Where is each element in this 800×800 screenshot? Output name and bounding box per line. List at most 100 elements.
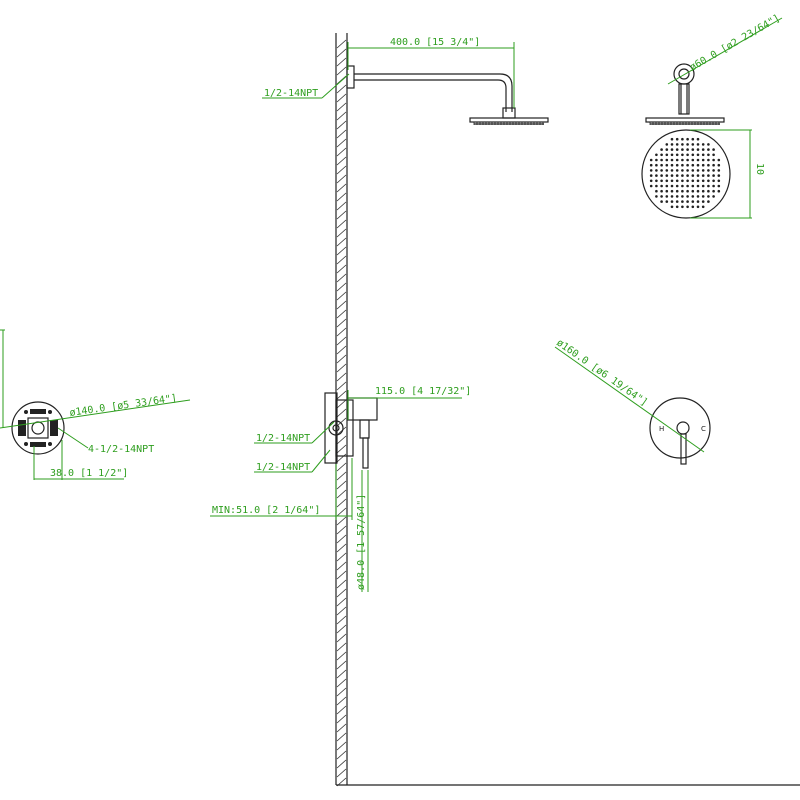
wall-hatch-line [336, 381, 347, 391]
nozzle-hole [691, 189, 695, 193]
wall-hatch-line [336, 84, 347, 94]
wall-hatch-line [336, 435, 347, 445]
wall-hatch-line [336, 354, 347, 364]
nozzle-hole [675, 184, 679, 188]
nozzle-hole [660, 195, 663, 198]
wall-hatch-line [336, 579, 347, 589]
wall-hatch-line [336, 444, 347, 454]
wall-hatch-line [336, 129, 347, 139]
nozzle-hole [686, 163, 689, 167]
wall-hatch-line [336, 282, 347, 292]
nozzle-hole [655, 169, 658, 172]
nozzle-hole [670, 143, 674, 146]
nozzle-hole [696, 137, 700, 141]
nozzle-hole [686, 143, 689, 146]
wall-hatch-line [336, 714, 347, 724]
nozzle-hole [707, 163, 710, 167]
nozzle-hole [670, 184, 674, 188]
trim-plate-outline [649, 397, 711, 459]
head-height-label: 10 [754, 163, 765, 175]
nozzle-hole [686, 184, 689, 188]
nozzle-hole [660, 179, 663, 183]
wall-hatch-line [336, 309, 347, 319]
wall-hatch-line [336, 534, 347, 544]
nozzle-hole [665, 179, 669, 183]
nozzle-hole [660, 169, 663, 172]
min-wall-label: MIN:51.0 [2 1/64"] [212, 505, 320, 516]
nozzle-hole [655, 189, 658, 193]
nozzle-hole [675, 153, 679, 157]
nozzle-hole [712, 163, 715, 167]
hot-label: H [659, 425, 664, 433]
wall-hatch-line [336, 561, 347, 571]
arm-flange [346, 65, 355, 89]
nozzle-hole [696, 148, 700, 151]
nozzle-hole [670, 189, 674, 193]
nozzle-hole [660, 148, 663, 151]
nozzle-hole [691, 153, 695, 157]
nozzle-hole [707, 148, 710, 151]
nozzle-hole [675, 174, 679, 177]
nozzle-hole [707, 158, 710, 162]
nozzle-hole [670, 174, 674, 177]
nozzle-hole [701, 158, 705, 162]
nozzle-hole [655, 158, 658, 162]
nozzle-hole [696, 153, 700, 157]
nozzle-hole [717, 184, 721, 188]
wall-hatch-line [336, 696, 347, 706]
nozzle-hole [701, 153, 705, 157]
nozzle-hole [655, 174, 658, 177]
nozzle-hole [696, 179, 700, 183]
dim-valve-spacing: 38.0 [1 1/2"] [33, 440, 128, 480]
nozzle-hole [665, 163, 669, 167]
valve-handle-lever [362, 437, 369, 469]
nozzle-hole [681, 163, 684, 167]
shower-head-front-view [641, 63, 731, 219]
nozzle-hole [681, 195, 684, 198]
nozzle-hole [675, 189, 679, 193]
wall-hatch-line [336, 597, 347, 607]
nozzle-hole [701, 195, 705, 198]
nozzle-hole [670, 200, 674, 203]
valve-body-view [11, 401, 65, 455]
wall-hatch-line [336, 327, 347, 337]
nozzle-hole [665, 184, 669, 188]
nozzle-hole [696, 158, 700, 162]
nozzle-hole [655, 179, 658, 183]
wall-hatch-line [336, 120, 347, 130]
wall-hatch-line [336, 138, 347, 148]
wall-hatch-line [336, 237, 347, 247]
dim-arm-length: 400.0 [15 3/4"] [347, 37, 515, 108]
nozzle-hole [696, 184, 700, 188]
wall-hatch-line [336, 57, 347, 67]
valve-ports-label: 4-1/2-14NPT [88, 444, 154, 455]
nozzle-hole [696, 189, 700, 193]
wall-hatch-line [336, 516, 347, 526]
shower-head-side [469, 117, 549, 123]
nozzle-hole [649, 158, 653, 162]
valve-body-outline [11, 401, 65, 455]
wall-hatch-line [336, 291, 347, 301]
nozzle-hole [681, 184, 684, 188]
wall-hatch-line [336, 453, 347, 463]
nozzle-hole [681, 158, 684, 162]
nozzle-hole [681, 153, 684, 157]
wall-hatch-line [336, 705, 347, 715]
nozzle-hole [655, 153, 658, 157]
wall-hatch-line [336, 759, 347, 769]
wall-hatch-line [336, 102, 347, 112]
nozzle-hole [712, 189, 715, 193]
wall-hatch-line [336, 669, 347, 679]
wall-hatch-line [336, 507, 347, 517]
wall-hatch-line [336, 318, 347, 328]
wall-hatch-line [336, 768, 347, 778]
nozzle-hole [675, 143, 679, 146]
wall-hatch-line [336, 651, 347, 661]
nozzle-hole [670, 158, 674, 162]
nozzle-hole [675, 179, 679, 183]
nozzle-hole [712, 195, 715, 198]
nozzle-hole [649, 174, 653, 177]
nozzle-hole [686, 205, 689, 209]
wall-hatch-line [336, 363, 347, 373]
callout-valve-inlet-top: 1/2-14NPT [254, 421, 335, 444]
